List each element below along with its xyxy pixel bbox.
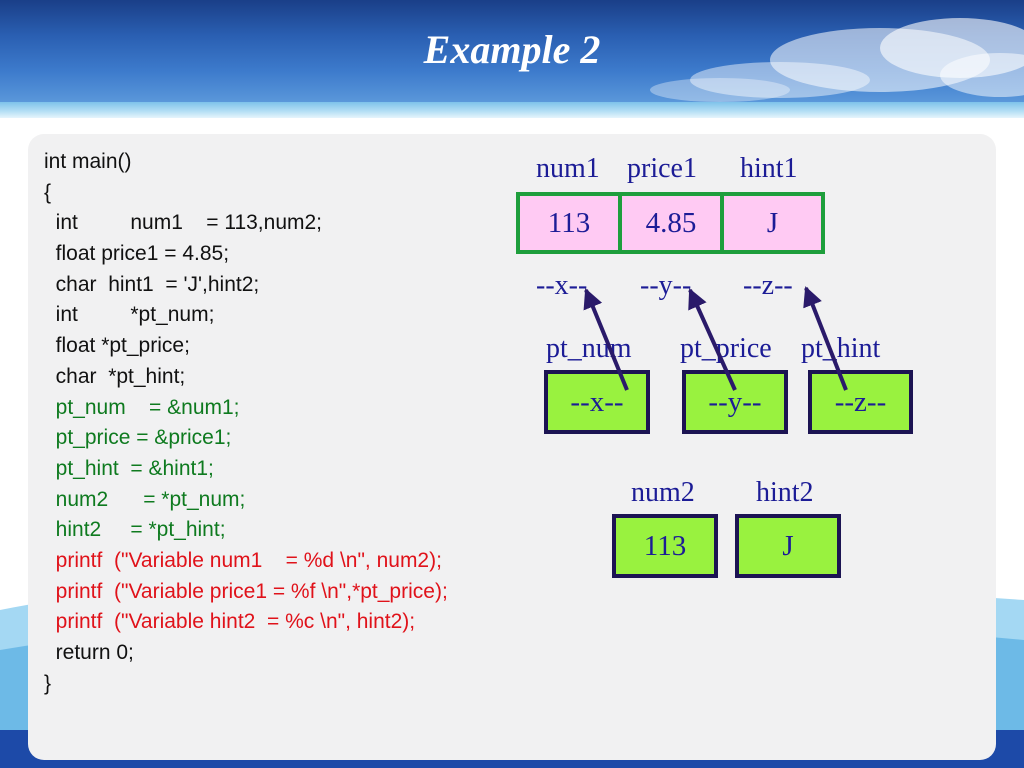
code-line: hint2 = *pt_hint;: [44, 518, 226, 542]
header-banner: [0, 0, 1024, 102]
code-line: return 0;: [44, 641, 134, 664]
code-line: float price1 = 4.85;: [44, 242, 230, 266]
code-line: int main(): [44, 150, 132, 173]
label-price1: price1: [627, 153, 697, 184]
var-value-num1: 113: [547, 206, 591, 239]
code-line: }: [44, 671, 52, 695]
code-line: pt_hint = &hint1;: [44, 456, 214, 480]
arrow-pt-hint: [803, 286, 848, 391]
code-line: char hint1 = 'J',hint2;: [44, 272, 260, 296]
var-box-hint1: J: [720, 192, 825, 254]
content-panel: [28, 134, 996, 760]
address-num1: --x--: [536, 270, 588, 301]
label-pt-price: pt_price: [680, 333, 772, 364]
code-line: char *pt_hint;: [44, 364, 186, 388]
pointer-box-pt-price: --y--: [682, 370, 788, 434]
var-value-price1: 4.85: [645, 206, 697, 239]
code-line: num2 = *pt_num;: [44, 487, 246, 511]
code-line: printf ("Variable hint2 = %c \n", hint2)…: [44, 610, 416, 634]
var-box-num2: 113: [612, 514, 718, 578]
slide-title: Example 2: [423, 27, 601, 72]
var-value-hint1: J: [766, 206, 779, 239]
code-line: int *pt_num;: [44, 303, 215, 327]
code-line: printf ("Variable price1 = %f \n",*pt_pr…: [44, 579, 448, 603]
pointer-box-pt-hint: --z--: [808, 370, 913, 434]
code-line: pt_price = &price1;: [44, 426, 232, 450]
code-listing: int main() { int num1 = 113,num2; float p…: [44, 147, 448, 699]
var-box-num1: 113: [516, 192, 622, 254]
arrow-pt-price: [688, 288, 737, 391]
label-num2: num2: [631, 477, 695, 508]
label-pt-num: pt_num: [546, 333, 632, 364]
header-band: [0, 102, 1024, 118]
label-hint1: hint1: [740, 153, 798, 184]
pointer-box-pt-num: --x--: [544, 370, 650, 434]
pointer-value-pt-hint: --z--: [834, 385, 887, 418]
cloud-decoration: [650, 18, 1024, 102]
code-line: float *pt_price;: [44, 334, 190, 358]
var-value-hint2: J: [782, 529, 794, 562]
label-num1: num1: [536, 153, 600, 184]
pointer-value-pt-num: --x--: [570, 385, 624, 418]
address-hint1: --z--: [743, 270, 793, 301]
code-line: {: [44, 180, 52, 204]
arrow-pt-num: [583, 288, 629, 391]
code-line: printf ("Variable num1 = %d \n", num2);: [44, 548, 442, 572]
var-value-num2: 113: [643, 529, 687, 562]
label-hint2: hint2: [756, 477, 814, 508]
label-pt-hint: pt_hint: [801, 333, 881, 364]
var-box-hint2: J: [735, 514, 841, 578]
address-price1: --y--: [640, 270, 692, 301]
code-line: int num1 = 113,num2;: [44, 211, 323, 235]
code-line: pt_num = &num1;: [44, 395, 240, 419]
pointer-value-pt-price: --y--: [708, 385, 762, 418]
